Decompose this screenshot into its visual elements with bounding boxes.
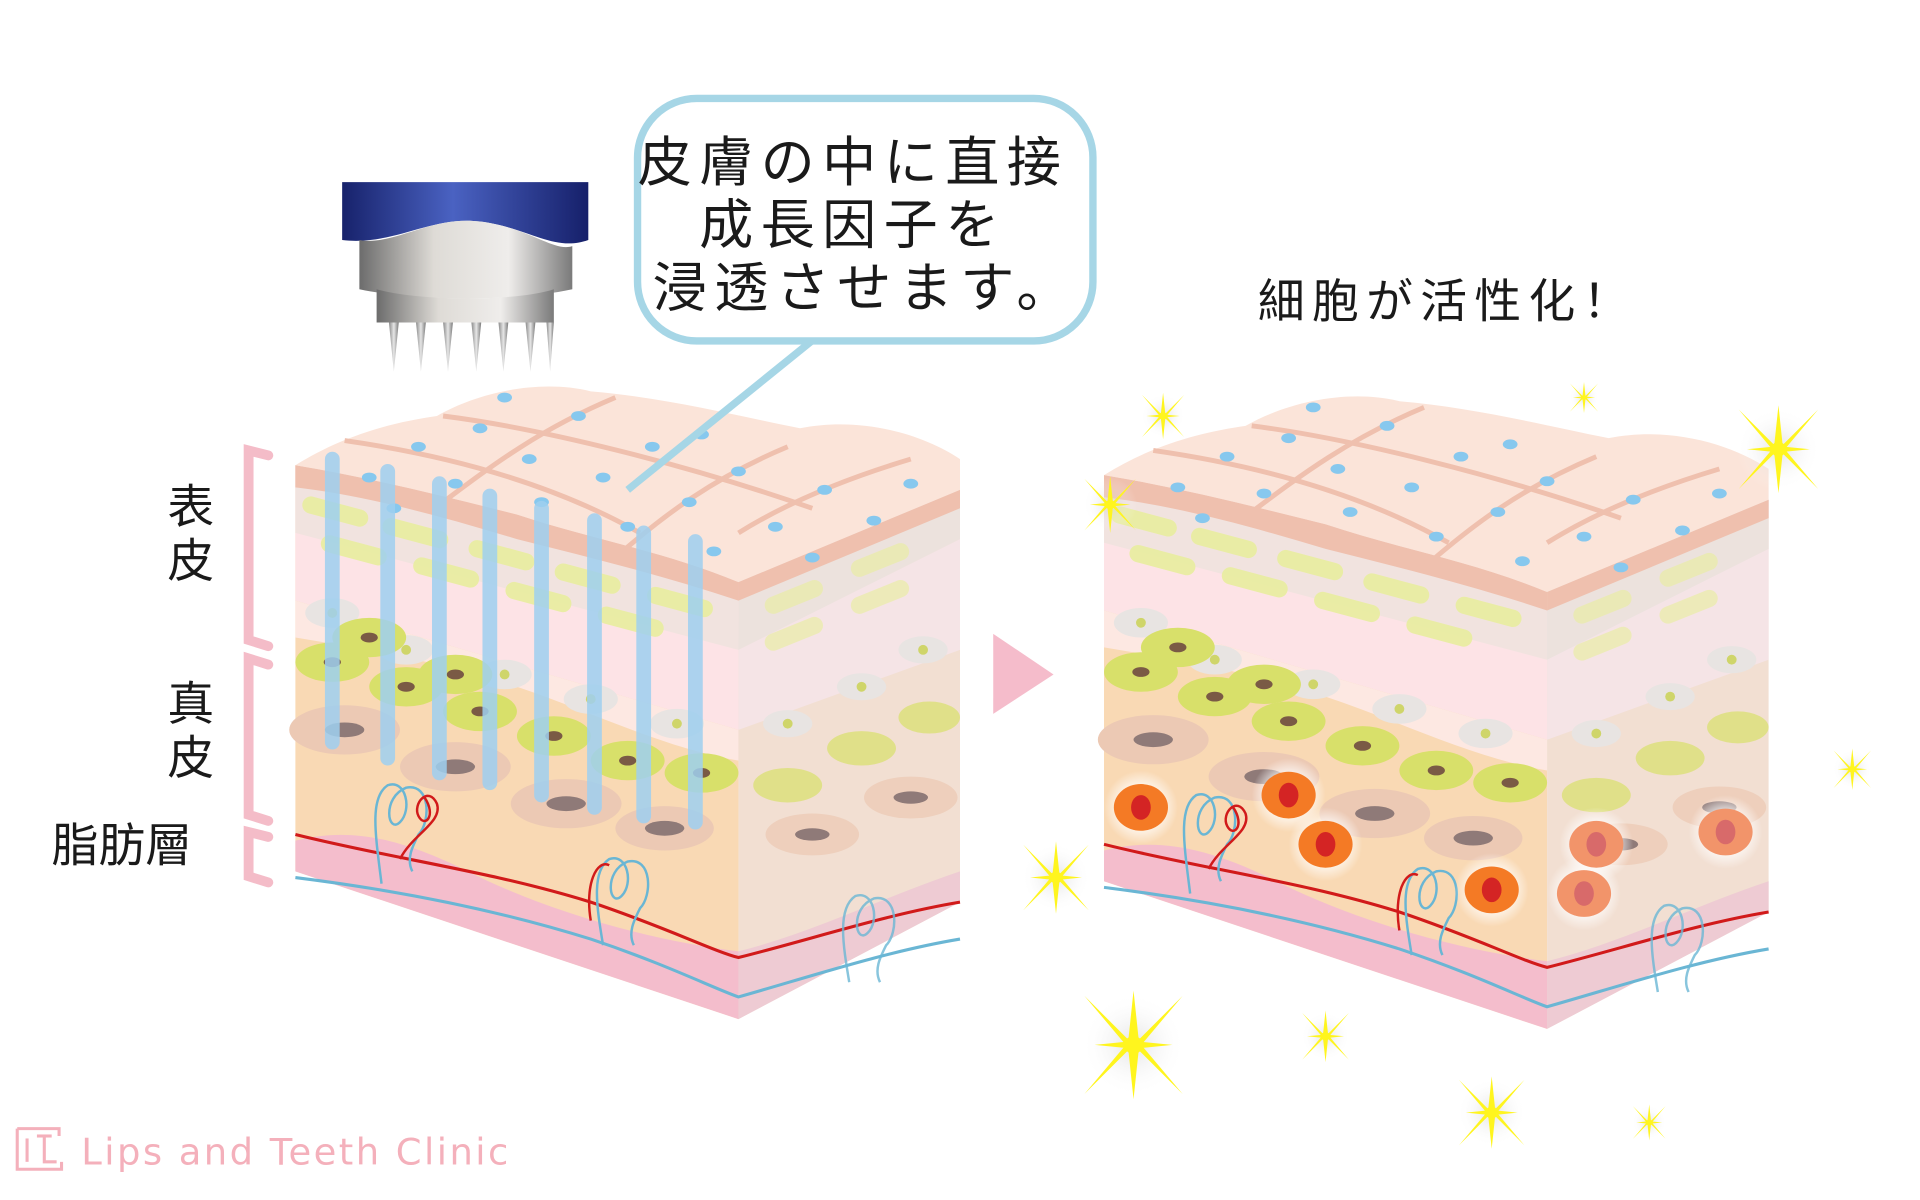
callout-line-2: 成長因子を — [699, 194, 1007, 257]
clinic-logo-icon — [15, 1127, 64, 1171]
label-dermis: 真皮 — [167, 678, 214, 786]
result-caption: 細胞が活性化！ — [1258, 276, 1637, 330]
label-epidermis: 表皮 — [167, 481, 214, 589]
svg-text:皮膚の中に直接 成長因子を 浸透させ: 皮膚の中に直接 成長因子を 浸透させます。 — [638, 131, 1093, 320]
needle-channels — [324, 451, 703, 830]
clinic-logo: Lips and Teeth Clinic — [15, 1127, 511, 1173]
clinic-logo-text: Lips and Teeth Clinic — [81, 1130, 511, 1173]
skin-block-after — [1098, 396, 1769, 1029]
triangle-right-icon — [993, 633, 1054, 714]
callout-bubble: 皮膚の中に直接 成長因子を 浸透させます。 — [625, 94, 1097, 493]
activated-cells — [1104, 758, 1763, 931]
callout-line-3: 浸透させます。 — [653, 256, 1078, 319]
layer-brackets — [243, 444, 274, 888]
skin-block-before — [289, 387, 960, 1020]
callout-line-1: 皮膚の中に直接 — [638, 131, 1069, 194]
label-fat: 脂肪層 — [52, 820, 192, 874]
microneedle-device-icon — [342, 182, 589, 372]
